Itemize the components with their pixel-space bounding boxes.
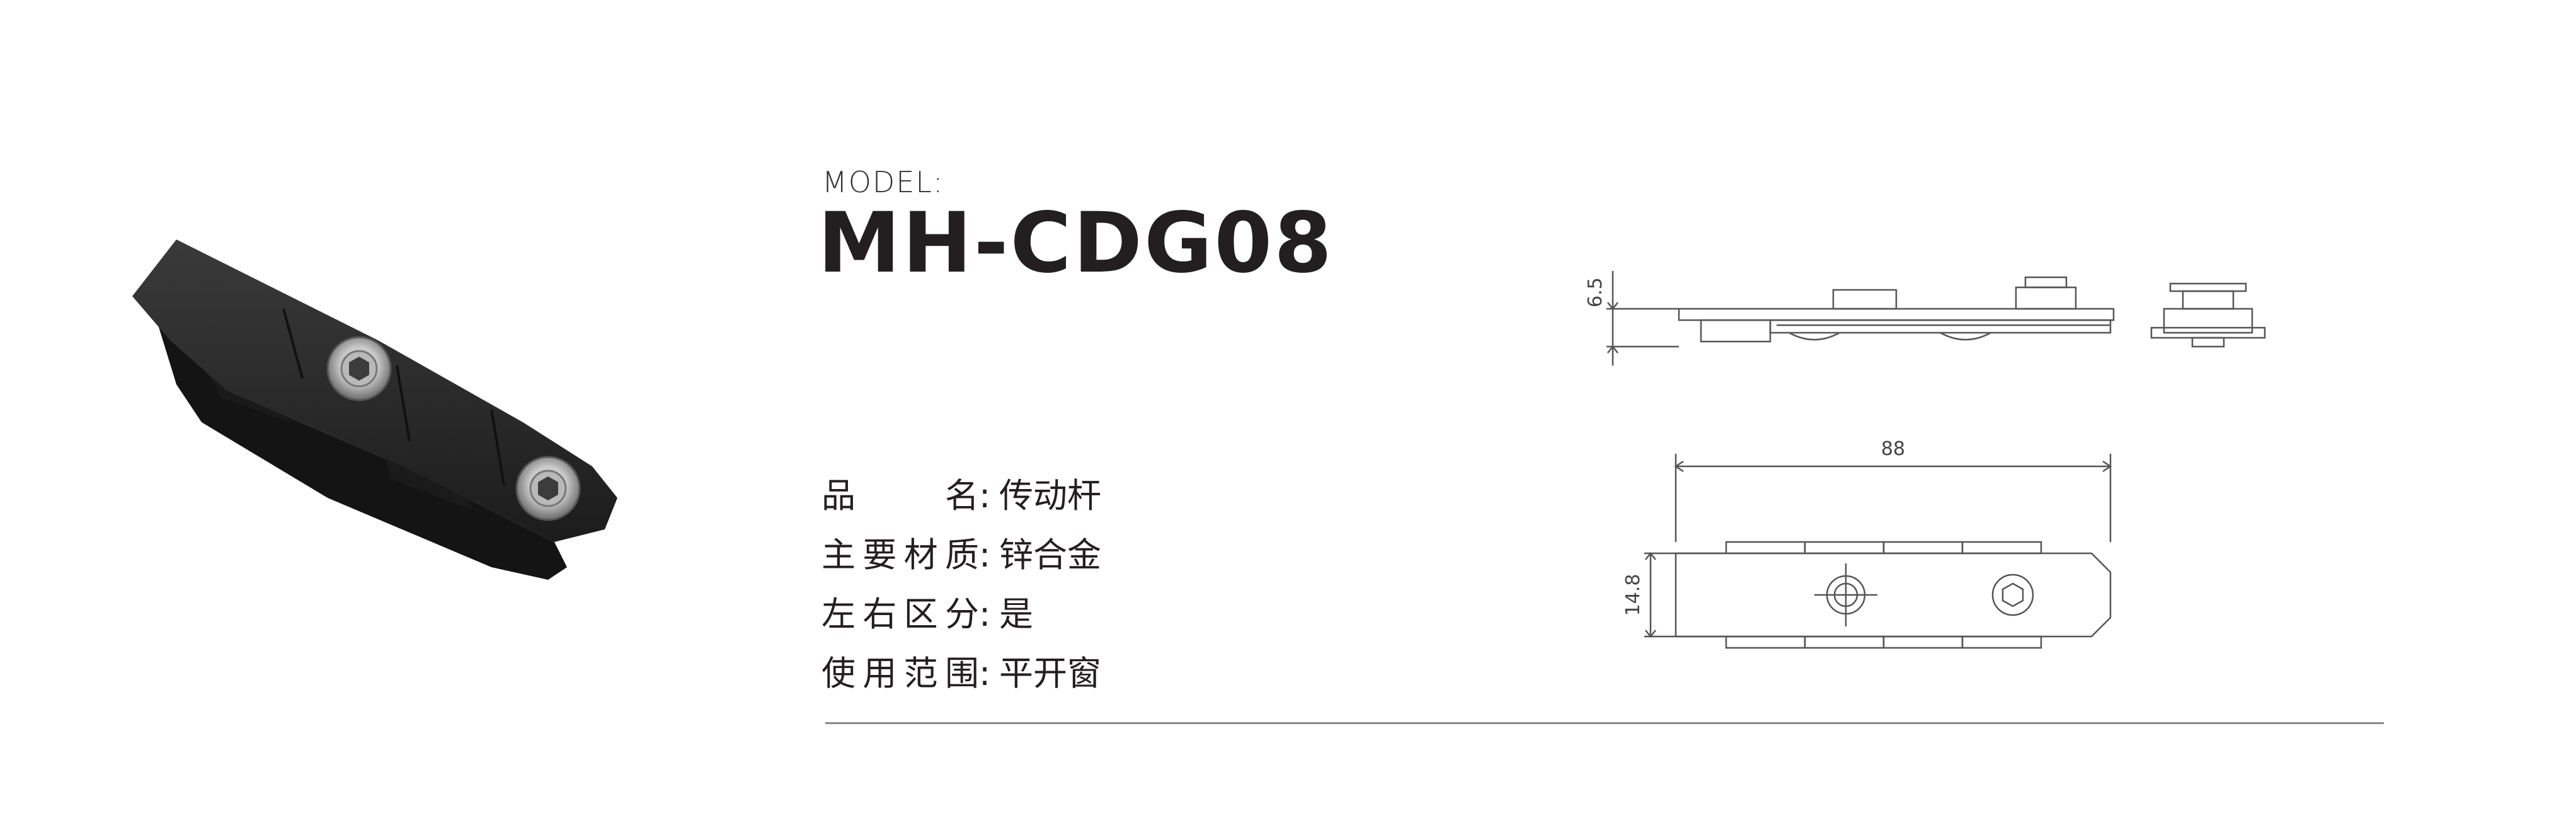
model-label: MODEL: <box>822 165 944 199</box>
side-view-drawing: 6.5 <box>1584 271 2266 366</box>
spec-key: 左 右 区 分 <box>821 594 979 634</box>
spec-row-application: 使 用 范 围 : 平开窗 <box>821 645 1101 705</box>
spec-key: 主 要 材 质 <box>821 535 979 575</box>
product-photo <box>132 239 617 580</box>
spec-separator: : <box>979 654 991 693</box>
divider <box>825 722 2384 724</box>
spec-value: 平开窗 <box>999 654 1101 693</box>
spec-separator: : <box>979 476 991 516</box>
model-code: MH-CDG08 <box>818 195 1334 292</box>
spec-key: 使 用 范 围 <box>821 654 979 693</box>
dimension-length: 88 <box>1881 438 1905 460</box>
spec-separator: : <box>979 535 991 575</box>
dimension-width: 14.8 <box>1622 574 1644 616</box>
spec-row-material: 主 要 材 质 : 锌合金 <box>821 527 1101 586</box>
screw-icon <box>326 336 392 401</box>
dimension-height: 6.5 <box>1584 277 1606 308</box>
screw-icon <box>515 456 581 521</box>
spec-value: 传动杆 <box>999 476 1101 516</box>
spec-value: 是 <box>999 594 1033 634</box>
spec-row-name: 品 名 : 传动杆 <box>821 468 1101 527</box>
spec-separator: : <box>979 594 991 634</box>
spec-value: 锌合金 <box>999 535 1101 575</box>
top-view-drawing: 88 14.8 <box>1622 438 2112 649</box>
spec-row-handedness: 左 右 区 分 : 是 <box>821 586 1101 645</box>
spec-list: 品 名 : 传动杆 主 要 材 质 : 锌合金 左 右 区 分 : 是 使 用 … <box>821 468 1101 705</box>
spec-key: 品 名 <box>821 476 979 516</box>
